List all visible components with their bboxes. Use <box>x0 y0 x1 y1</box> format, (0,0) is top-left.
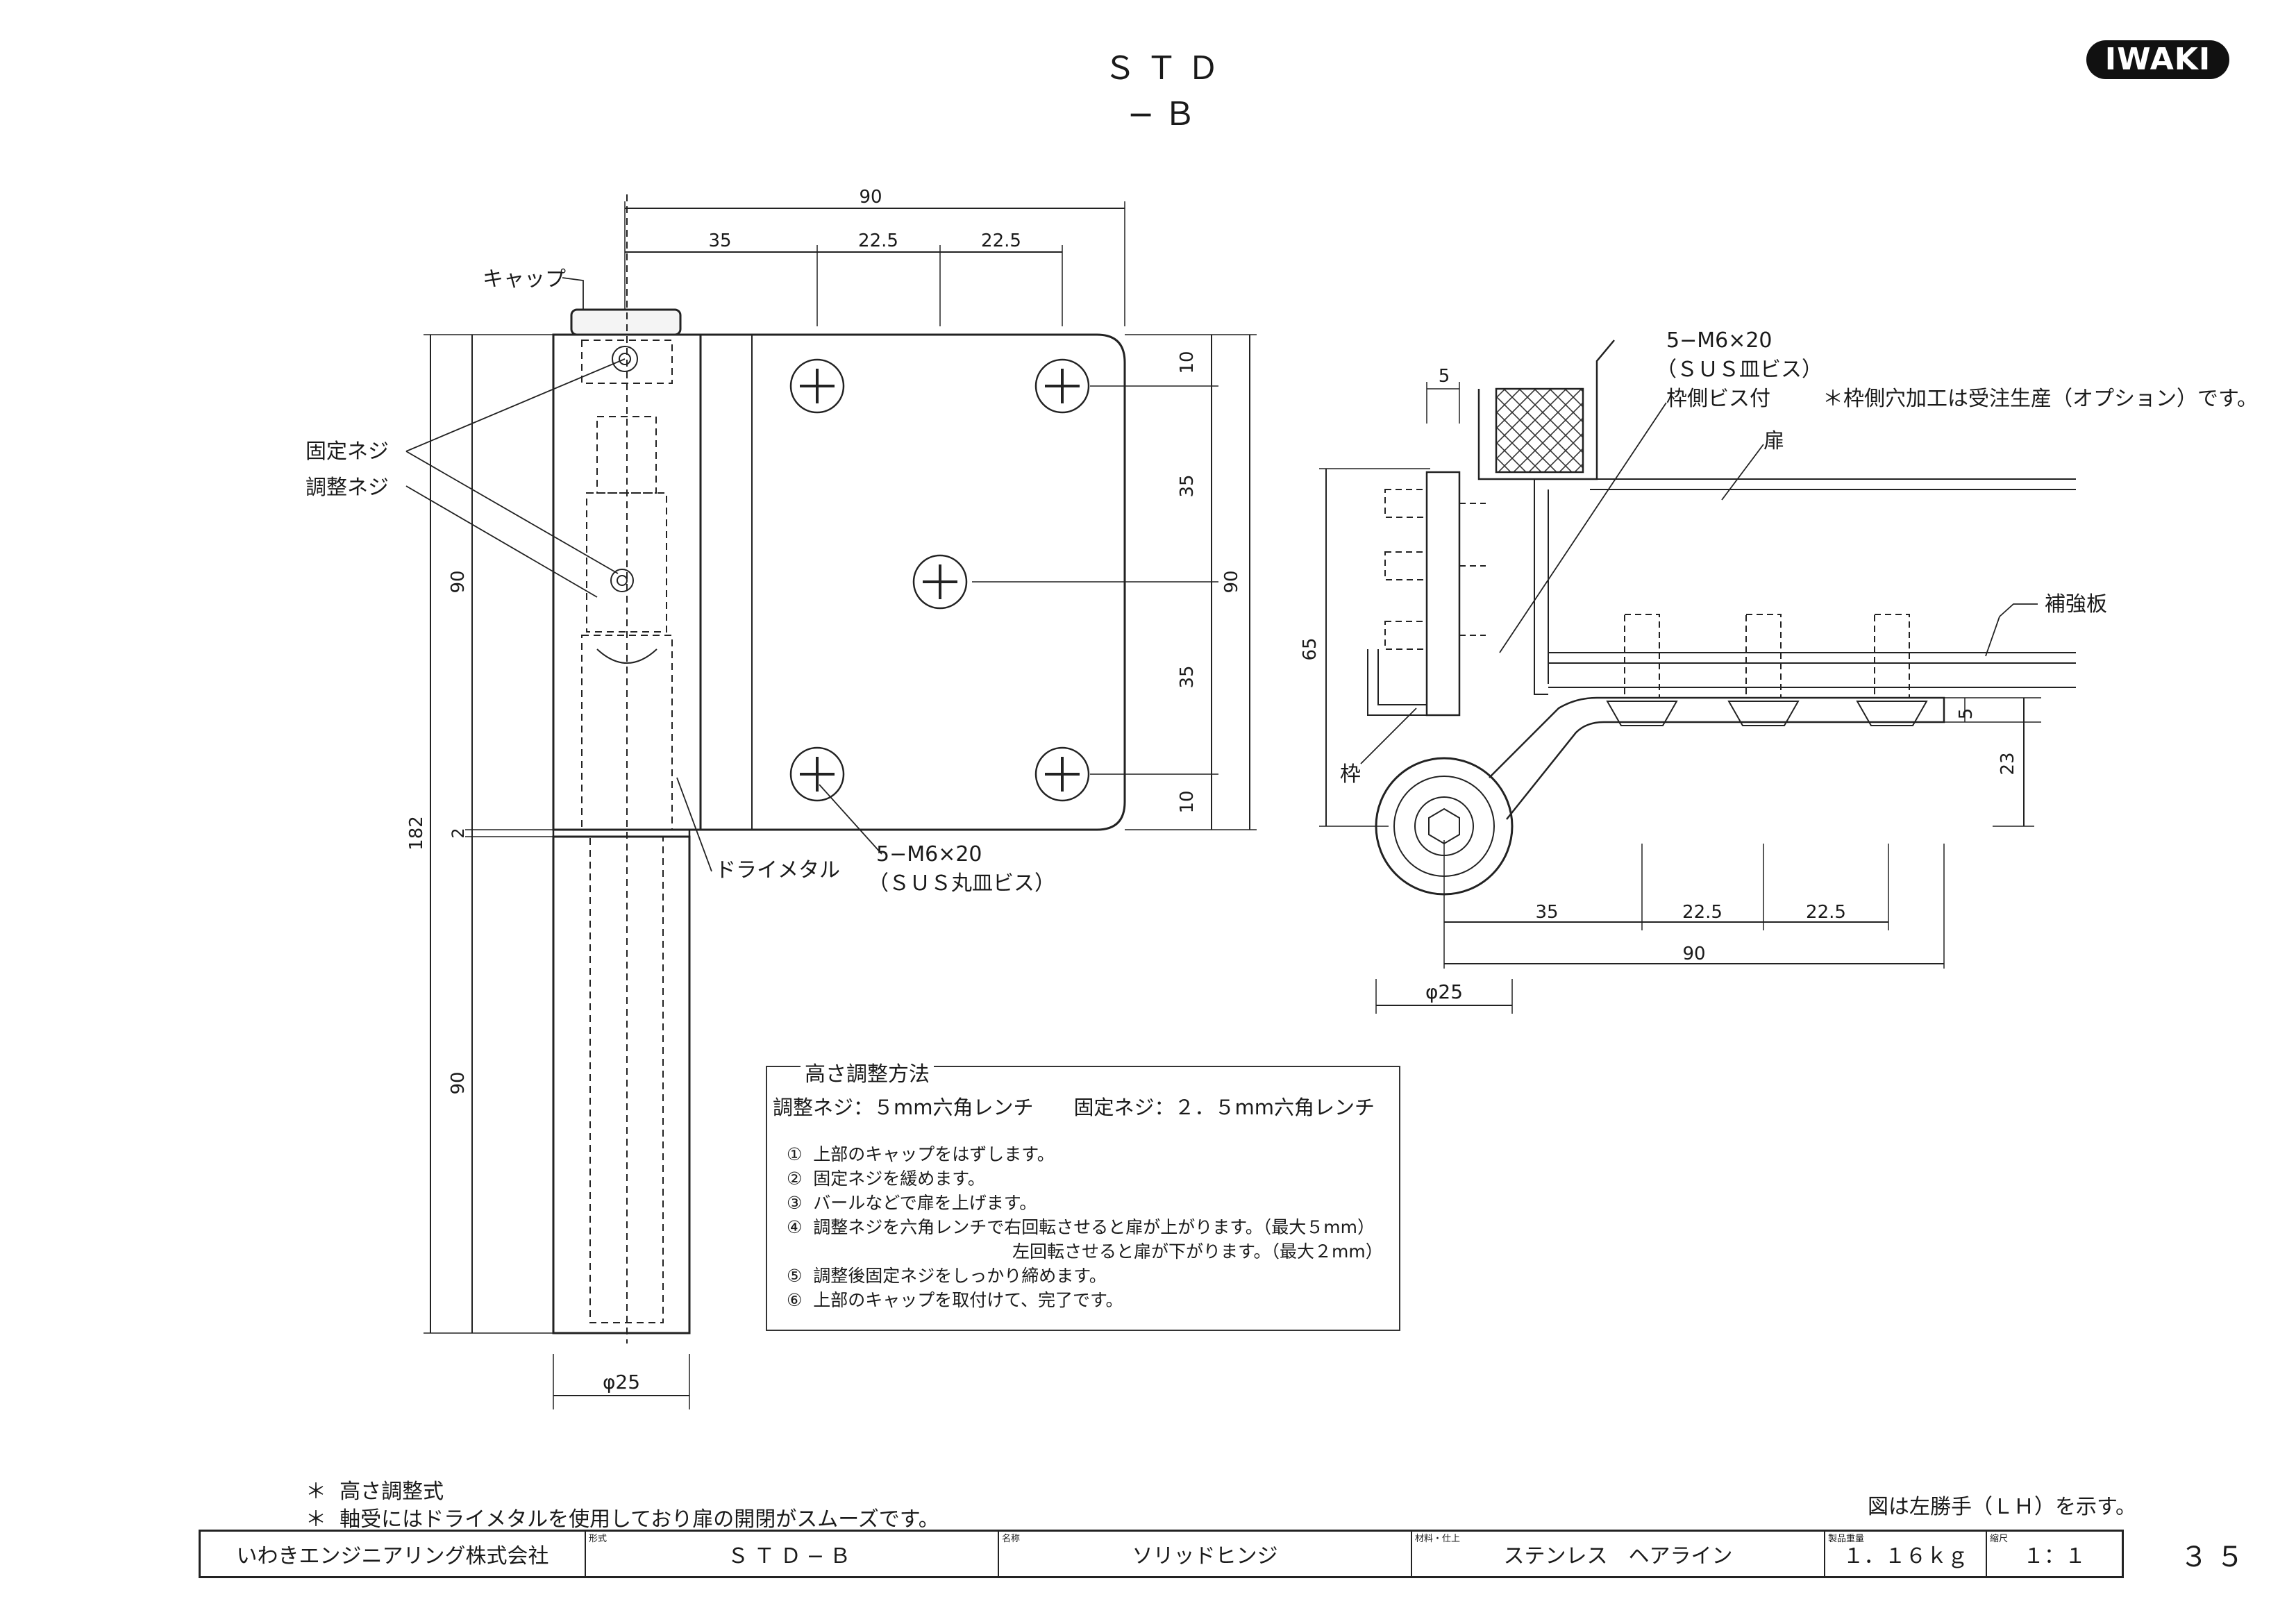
height-adjustment-title: 高さ調整方法 <box>801 1057 934 1087</box>
dim-182: 182 <box>406 816 427 851</box>
front-view <box>405 194 1257 1409</box>
adjust-step: ④ 調整ネジを六角レンチで右回転させると扉が上がります。（最大５mm） <box>787 1217 1375 1237</box>
label-cap: キャップ <box>483 267 566 292</box>
label-door: 扉 <box>1763 429 1784 453</box>
note-item: ＊ 高さ調整式 <box>305 1480 444 1504</box>
weight-caption: 製品重量 <box>1828 1534 1865 1544</box>
dim-22-5-a: 22.5 <box>858 231 898 251</box>
label-screw-spec-section: 5−M6×20 <box>1666 328 1773 353</box>
note-item: ＊ 軸受にはドライメタルを使用しており扉の開閉がスムーズです。 <box>305 1507 939 1532</box>
title-block: いわきエンジニアリング株式会社 形式 ＳＴＤ−Ｂ 名称 ソリッドヒンジ 材料・仕… <box>199 1530 2124 1578</box>
dim-22-5-section-b: 22.5 <box>1806 902 1846 923</box>
label-screw-type-front: （ＳＵＳ丸皿ビス） <box>868 871 1055 896</box>
adjust-step: ⑤ 調整後固定ネジをしっかり締めます。 <box>787 1266 1107 1286</box>
dim-22-5-section-a: 22.5 <box>1682 902 1723 923</box>
model-value: ＳＴＤ−Ｂ <box>727 1544 857 1568</box>
dim-22-5-b: 22.5 <box>981 231 1021 251</box>
dim-90-left-bottom: 90 <box>448 1071 469 1094</box>
label-fixing-screw: 固定ネジ <box>305 440 389 464</box>
dim-65: 65 <box>1300 637 1321 660</box>
height-adjustment-panel <box>766 1066 1400 1331</box>
dim-23: 23 <box>1997 752 2018 775</box>
weight-value: １．１６ｋｇ <box>1843 1544 1968 1568</box>
label-adjust-screw: 調整ネジ <box>305 476 389 500</box>
title-block-weight: 製品重量 １．１６ｋｇ <box>1825 1532 1987 1576</box>
dim-35-b: 35 <box>1177 665 1198 688</box>
adjust-step: ① 上部のキャップをはずします。 <box>787 1144 1055 1164</box>
dim-diameter-front: φ25 <box>603 1371 640 1393</box>
dim-90-right: 90 <box>1221 570 1242 593</box>
title-block-company: いわきエンジニアリング株式会社 <box>201 1532 586 1576</box>
name-caption: 名称 <box>1002 1534 1021 1544</box>
adjust-step: ② 固定ネジを緩めます。 <box>787 1169 985 1189</box>
label-screw-type-section: （ＳＵＳ皿ビス） <box>1656 358 1822 382</box>
dim-90-left-top: 90 <box>448 570 469 593</box>
iwaki-logo: IWAKI <box>2086 40 2229 79</box>
dim-5-right: 5 <box>1956 708 1977 720</box>
dim-10-bottom: 10 <box>1177 790 1198 813</box>
label-dry-metal: ドライメタル <box>715 858 840 882</box>
height-adjustment-tools: 調整ネジ：５mm六角レンチ 固定ネジ：２．５mm六角レンチ <box>773 1096 1375 1119</box>
label-frame: 枠 <box>1340 762 1361 787</box>
label-screw-spec-front: 5−M6×20 <box>876 842 982 867</box>
model-caption: 形式 <box>589 1534 607 1544</box>
dim-90-top: 90 <box>859 187 882 208</box>
dim-diameter-section: φ25 <box>1425 980 1463 1003</box>
adjust-step: 左回転させると扉が下がります。（最大２mm） <box>787 1241 1383 1262</box>
label-reinforcement: 補強板 <box>2045 592 2107 617</box>
scale-caption: 縮尺 <box>1990 1534 2009 1544</box>
company-name: いわきエンジニアリング株式会社 <box>236 1544 549 1568</box>
dim-2: 2 <box>449 828 468 838</box>
title-block-model: 形式 ＳＴＤ−Ｂ <box>586 1532 999 1576</box>
dim-10-top: 10 <box>1177 351 1198 374</box>
dim-35: 35 <box>708 231 731 251</box>
adjust-step: ③ バールなどで扉を上げます。 <box>787 1193 1037 1213</box>
name-value: ソリッドヒンジ <box>1132 1544 1278 1568</box>
material-caption: 材料・仕上 <box>1415 1534 1461 1544</box>
section-view <box>1319 340 2076 1014</box>
dim-35-a: 35 <box>1177 474 1198 497</box>
dim-5-top: 5 <box>1439 366 1450 387</box>
page-number: ３５ <box>2180 1541 2252 1573</box>
leaf-screw-icon <box>789 358 1090 802</box>
label-frame-screw: 枠側ビス付 <box>1666 387 1770 411</box>
page-title: ＳＴＤ−Ｂ <box>1104 49 1229 133</box>
adjust-step: ⑥ 上部のキャップを取付けて、完了です。 <box>787 1290 1123 1310</box>
title-block-scale: 縮尺 １：１ <box>1987 1532 2122 1576</box>
label-option-note: ＊枠側穴加工は受注生産（オプション）です。 <box>1822 387 2258 411</box>
dim-35-section: 35 <box>1535 902 1558 923</box>
dim-90-section: 90 <box>1682 944 1705 964</box>
title-block-material: 材料・仕上 ステンレス ヘアライン <box>1412 1532 1825 1576</box>
material-value: ステンレス ヘアライン <box>1503 1544 1733 1568</box>
figure-note: 図は左勝手（ＬＨ）を示す。 <box>1868 1495 2136 1519</box>
title-block-name: 名称 ソリッドヒンジ <box>999 1532 1412 1576</box>
scale-value: １：１ <box>2023 1544 2086 1568</box>
